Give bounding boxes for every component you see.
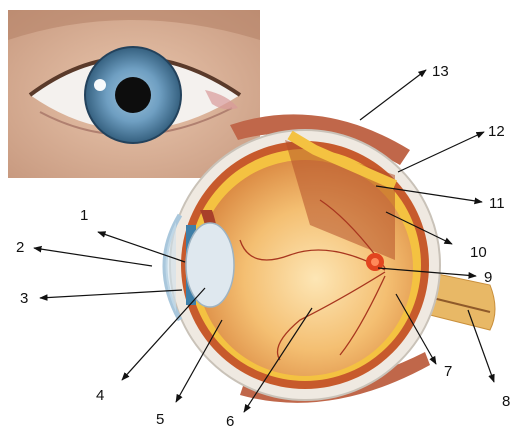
svg-text:6: 6 bbox=[226, 413, 234, 430]
eye-photo bbox=[8, 10, 260, 178]
label-12: 12 bbox=[398, 123, 505, 172]
svg-text:10: 10 bbox=[470, 244, 487, 261]
svg-text:13: 13 bbox=[432, 63, 449, 80]
svg-text:4: 4 bbox=[96, 387, 104, 404]
svg-text:1: 1 bbox=[80, 207, 88, 224]
label-13: 13 bbox=[360, 63, 449, 120]
label-3: 3 bbox=[20, 290, 182, 307]
svg-text:12: 12 bbox=[488, 123, 505, 140]
label-4: 4 bbox=[96, 288, 205, 404]
svg-text:5: 5 bbox=[156, 411, 164, 428]
svg-text:8: 8 bbox=[502, 393, 510, 410]
svg-text:9: 9 bbox=[484, 269, 492, 286]
svg-text:11: 11 bbox=[489, 195, 505, 212]
svg-text:7: 7 bbox=[444, 363, 452, 380]
svg-text:2: 2 bbox=[16, 239, 24, 256]
svg-text:3: 3 bbox=[20, 290, 28, 307]
